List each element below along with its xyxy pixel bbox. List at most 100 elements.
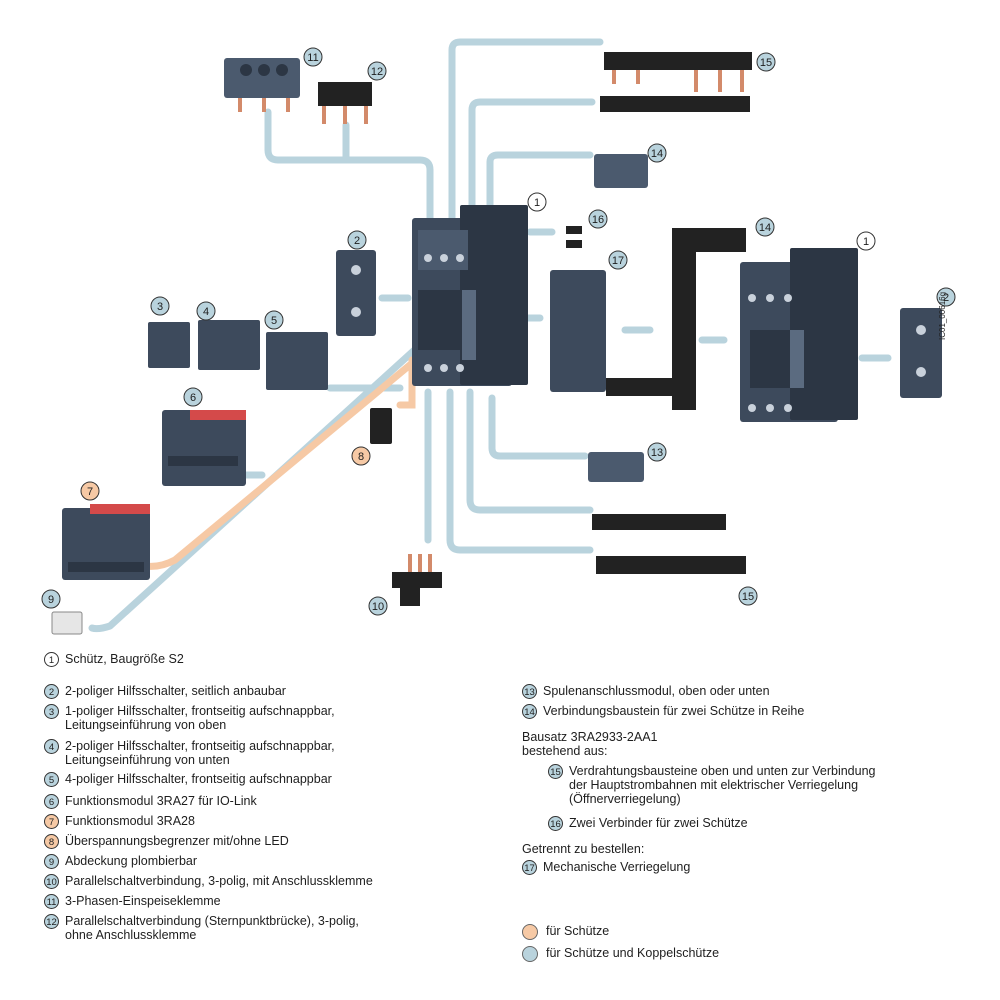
line-15-top-b bbox=[468, 98, 596, 234]
legend-item: 2 2-poliger Hilfsschalter, seitlich anbau… bbox=[44, 684, 286, 699]
line-9 bbox=[88, 341, 424, 633]
parallel-link-10 bbox=[392, 554, 442, 606]
legend-item: 13 Spulenanschlussmodul, oben oder unten bbox=[522, 684, 770, 699]
legend-item: 4 2-poliger Hilfsschalter, frontseitig au… bbox=[44, 739, 335, 767]
svg-text:7: 7 bbox=[87, 486, 93, 498]
legend-text: Spulenanschlussmodul, oben oder unten bbox=[543, 684, 770, 698]
legend-text: Parallelschaltverbindung, 3-polig, mit A… bbox=[65, 874, 373, 888]
legend-text: Schütz, Baugröße S2 bbox=[65, 652, 184, 666]
legend-badge: 15 bbox=[548, 764, 563, 779]
connectors-16 bbox=[566, 226, 582, 248]
callout-4: 4 bbox=[196, 301, 216, 321]
contactor-main bbox=[412, 205, 528, 386]
svg-text:10: 10 bbox=[372, 601, 384, 613]
svg-text:4: 4 bbox=[203, 306, 209, 318]
svg-text:12: 12 bbox=[371, 66, 383, 78]
svg-text:9: 9 bbox=[48, 594, 54, 606]
callout-16: 16 bbox=[588, 209, 608, 229]
svg-text:17: 17 bbox=[612, 255, 624, 267]
callout-17: 17 bbox=[608, 250, 628, 270]
key-item-blue: für Schütze und Koppelschütze bbox=[522, 946, 719, 962]
bausatz-title: Bausatz 3RA2933-2AA1 bestehend aus: bbox=[522, 730, 658, 758]
legend-item: 9 Abdeckung plombierbar bbox=[44, 854, 197, 869]
callout-9: 9 bbox=[41, 589, 61, 609]
coil-module-top bbox=[594, 154, 648, 188]
callout-6: 6 bbox=[183, 387, 203, 407]
key-item-orange: für Schütze bbox=[522, 924, 609, 940]
key-text: für Schütze bbox=[546, 924, 610, 938]
legend-text: 1-poliger Hilfsschalter, frontseitig auf… bbox=[65, 704, 335, 732]
legend-item: 10 Parallelschaltverbindung, 3-polig, mit… bbox=[44, 874, 373, 889]
legend-badge: 11 bbox=[44, 894, 59, 909]
svg-text:1: 1 bbox=[863, 236, 869, 248]
function-module-3ra27 bbox=[162, 410, 246, 486]
contactor-right bbox=[740, 248, 858, 422]
legend-text: Parallelschaltverbindung (Sternpunktbrüc… bbox=[65, 914, 359, 942]
line-15-bot bbox=[466, 388, 594, 514]
legend-badge: 3 bbox=[44, 704, 59, 719]
aux-switches-front bbox=[148, 320, 328, 390]
callout-5: 5 bbox=[264, 310, 284, 330]
legend-text: Funktionsmodul 3RA27 für IO-Link bbox=[65, 794, 257, 808]
callout-15-bottom: 15 bbox=[738, 586, 758, 606]
separate-title-text: Getrennt zu bestellen: bbox=[522, 842, 645, 856]
svg-text:1: 1 bbox=[534, 197, 540, 209]
connector-lines bbox=[88, 38, 892, 633]
callout-12: 12 bbox=[367, 61, 387, 81]
legend-text: Verdrahtungsbausteine oben und unten zur… bbox=[569, 764, 876, 806]
legend-badge: 2 bbox=[44, 684, 59, 699]
legend-badge: 9 bbox=[44, 854, 59, 869]
svg-text:6: 6 bbox=[190, 392, 196, 404]
legend-text: 2-poliger Hilfsschalter, seitlich anbaub… bbox=[65, 684, 286, 698]
callout-13: 13 bbox=[647, 442, 667, 462]
key-swatch-blue bbox=[522, 946, 538, 962]
legend-badge: 14 bbox=[522, 704, 537, 719]
callout-1-right: 1 bbox=[856, 231, 876, 251]
callout-2: 2 bbox=[347, 230, 367, 250]
svg-text:2: 2 bbox=[354, 235, 360, 247]
callout-15-top: 15 bbox=[756, 52, 776, 72]
legend-badge: 7 bbox=[44, 814, 59, 829]
legend-text: Überspannungsbegrenzer mit/ohne LED bbox=[65, 834, 289, 848]
legend-text: Funktionsmodul 3RA28 bbox=[65, 814, 195, 828]
callout-2-right: 2 bbox=[936, 287, 956, 307]
svg-text:8: 8 bbox=[358, 451, 364, 463]
svg-text:2: 2 bbox=[943, 292, 949, 304]
surge-suppressor bbox=[370, 408, 392, 444]
legend-badge: 4 bbox=[44, 739, 59, 754]
svg-text:15: 15 bbox=[742, 591, 754, 603]
exploded-diagram: 11 12 15 14 1 16 14 1 2 17 2 3 4 5 6 8 1… bbox=[41, 38, 956, 635]
line-14-top bbox=[486, 151, 594, 224]
callout-14-top: 14 bbox=[647, 143, 667, 163]
legend-item: 15 Verdrahtungsbausteine oben und unten z… bbox=[548, 764, 876, 806]
svg-text:3: 3 bbox=[157, 301, 163, 313]
callout-1: 1 bbox=[527, 192, 547, 212]
svg-text:11: 11 bbox=[307, 52, 318, 64]
legend-text: 2-poliger Hilfsschalter, frontseitig auf… bbox=[65, 739, 335, 767]
legend-item: 7 Funktionsmodul 3RA28 bbox=[44, 814, 195, 829]
series-link bbox=[606, 228, 746, 410]
svg-text:14: 14 bbox=[759, 222, 771, 234]
bausatz-title-text: Bausatz 3RA2933-2AA1 bestehend aus: bbox=[522, 730, 658, 758]
figure-code: IC01_00616g bbox=[938, 291, 947, 340]
function-module-3ra28 bbox=[62, 504, 150, 580]
line-15-bot-b bbox=[446, 388, 594, 554]
svg-text:14: 14 bbox=[651, 148, 663, 160]
callout-8: 8 bbox=[351, 446, 371, 466]
key-text: für Schütze und Koppelschütze bbox=[546, 946, 720, 960]
svg-text:15: 15 bbox=[760, 57, 772, 69]
legend-item: 3 1-poliger Hilfsschalter, frontseitig au… bbox=[44, 704, 335, 732]
legend-item: 12 Parallelschaltverbindung (Sternpunktbr… bbox=[44, 914, 359, 942]
legend-badge: 13 bbox=[522, 684, 537, 699]
legend-text: Abdeckung plombierbar bbox=[65, 854, 198, 868]
legend-badge: 10 bbox=[44, 874, 59, 889]
legend-badge: 12 bbox=[44, 914, 59, 929]
